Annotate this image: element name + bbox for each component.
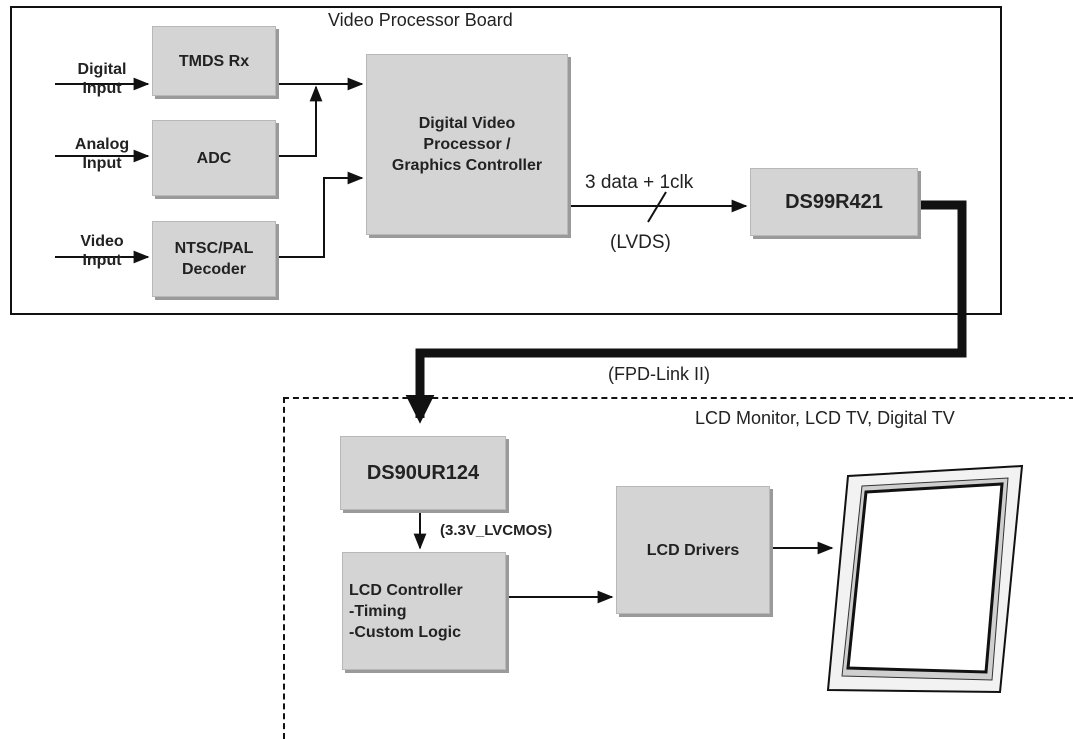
board-title: Video Processor Board [328, 10, 513, 30]
monitor-title: LCD Monitor, LCD TV, Digital TV [695, 408, 955, 428]
digital-video-processor-label: Digital Video Processor / Graphics Contr… [391, 115, 543, 174]
digital-input-label: Digital Input [77, 61, 127, 97]
analog-input-label: Analog Input [74, 136, 130, 172]
tmds-rx-label: TMDS Rx [178, 52, 250, 70]
video-processor-board-frame [10, 6, 1002, 315]
fpd-link-cable [405, 200, 967, 424]
lcd-controller-block: LCD Controller -Timing -Custom Logic [342, 552, 506, 670]
bus-slash [647, 191, 667, 223]
adc-label: ADC [196, 149, 232, 167]
tmds-rx-block: TMDS Rx [152, 26, 276, 96]
digital-video-processor-block: Digital Video Processor / Graphics Contr… [366, 54, 568, 235]
adc-block: ADC [152, 120, 276, 196]
lvcmos-label: (3.3V_LVCMOS) [440, 522, 553, 539]
ds90ur124-label: DS90UR124 [366, 461, 480, 484]
lvds-label: (LVDS) [610, 232, 671, 253]
lcd-panel-icon [826, 464, 1024, 694]
fpd-link-label: (FPD-Link II) [608, 364, 711, 384]
lcd-drivers-block: LCD Drivers [616, 486, 770, 614]
ds99r421-label: DS99R421 [785, 190, 883, 213]
ds99r421-block: DS99R421 [750, 168, 918, 236]
lcd-drivers-label: LCD Drivers [646, 541, 740, 559]
bus-width-label: 3 data + 1clk [585, 172, 694, 193]
ntsc-pal-decoder-label: NTSC/PAL Decoder [174, 240, 254, 278]
lcd-controller-label: LCD Controller -Timing -Custom Logic [349, 581, 463, 641]
wire-adc-dvp [276, 85, 323, 157]
video-input-label: Video Input [80, 233, 124, 269]
ntsc-pal-decoder-block: NTSC/PAL Decoder [152, 221, 276, 297]
wire-decoder-dvp [276, 171, 364, 258]
ds90ur124-block: DS90UR124 [340, 436, 506, 510]
display-device-frame [283, 397, 1073, 739]
